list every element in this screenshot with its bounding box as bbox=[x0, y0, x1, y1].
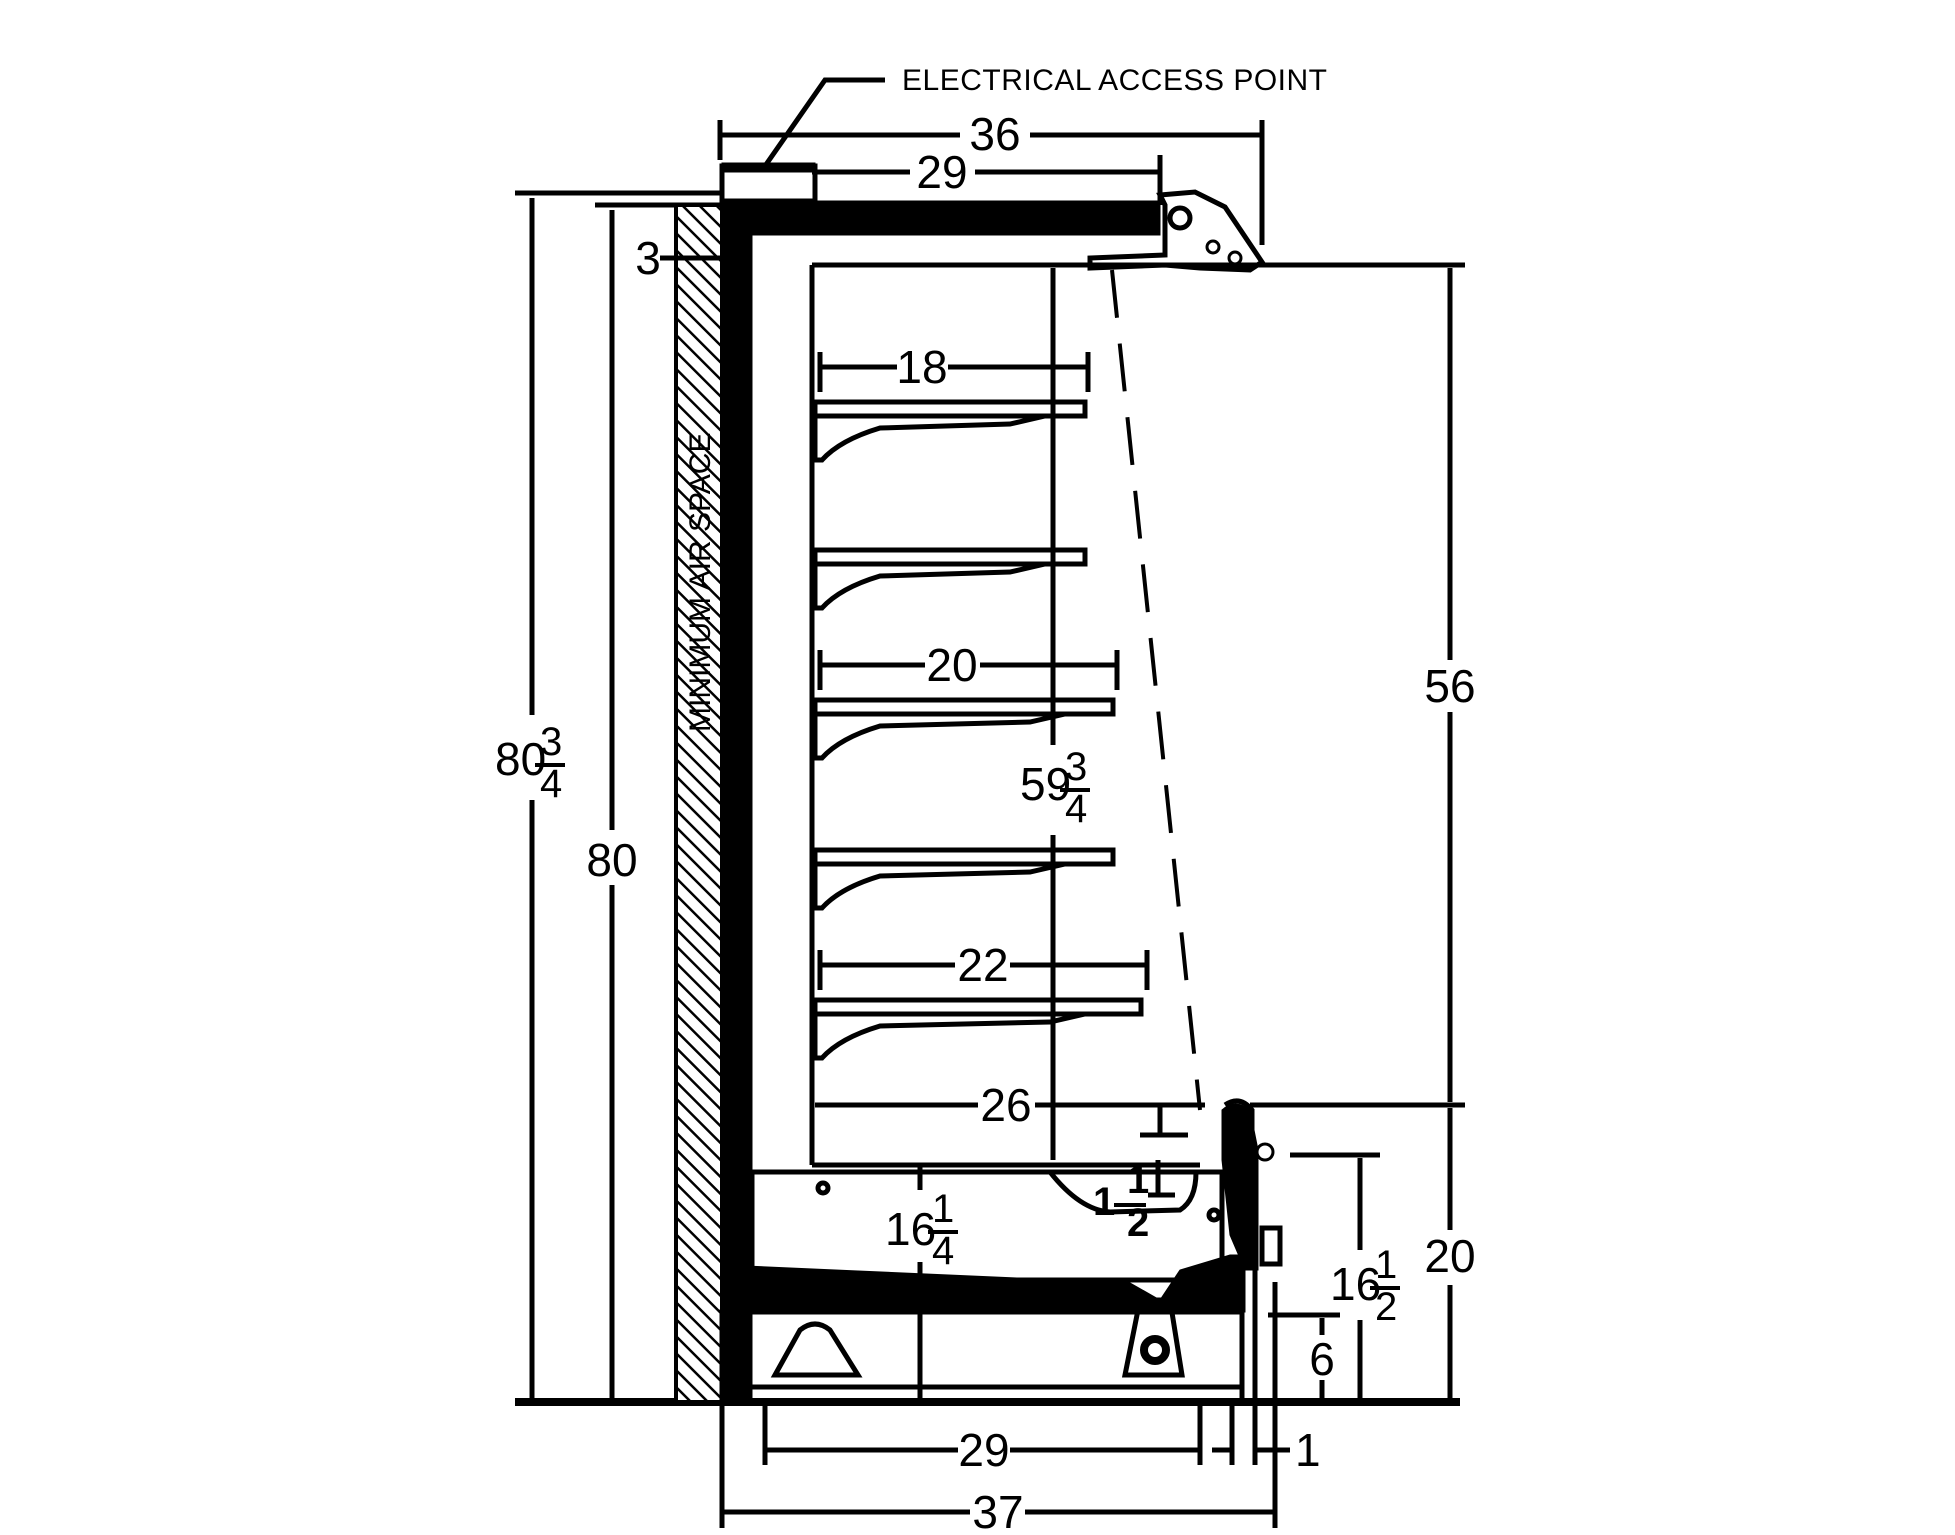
electrical-callout-leader bbox=[762, 77, 885, 168]
dim-shelf-22: 22 bbox=[817, 939, 1150, 991]
dim-bottom-small: 1 bbox=[1212, 1405, 1321, 1476]
dim-top-overall: 36 bbox=[717, 108, 1265, 245]
dim-inner-height: 80 bbox=[586, 210, 638, 1400]
leg-right bbox=[1121, 1297, 1185, 1378]
dim-interior-height: 59 3 4 bbox=[1020, 268, 1090, 1160]
svg-text:29: 29 bbox=[958, 1424, 1009, 1476]
svg-text:37: 37 bbox=[972, 1486, 1023, 1535]
shelf-4 bbox=[812, 847, 1116, 911]
dim-top-canopy: 29 bbox=[812, 146, 1163, 205]
electrical-callout-label: ELECTRICAL ACCESS POINT bbox=[902, 64, 1328, 97]
svg-text:18: 18 bbox=[896, 341, 947, 393]
svg-text:1: 1 bbox=[1295, 1424, 1321, 1476]
dim-base-depth: 16 1 4 bbox=[885, 1165, 958, 1402]
air-space-hatch bbox=[674, 203, 724, 1404]
light-housing bbox=[1087, 189, 1266, 273]
shelf-5 bbox=[812, 997, 1144, 1061]
air-curtain bbox=[1110, 269, 1202, 1111]
svg-text:80: 80 bbox=[495, 733, 546, 785]
dim-bumper-height: 16 1 2 bbox=[1290, 1152, 1400, 1400]
svg-text:80: 80 bbox=[586, 834, 637, 886]
dim-small-half: 1 1 2 bbox=[1093, 1105, 1188, 1245]
svg-text:20: 20 bbox=[926, 639, 977, 691]
svg-text:3: 3 bbox=[540, 720, 562, 764]
dim-outer-height: 80 3 4 bbox=[495, 198, 565, 1400]
shelf-1 bbox=[812, 399, 1088, 463]
svg-text:20: 20 bbox=[1424, 1230, 1475, 1282]
svg-text:26: 26 bbox=[980, 1079, 1031, 1131]
shelf-3 bbox=[812, 697, 1116, 761]
dim-bottom-overall: 37 bbox=[719, 1405, 1278, 1535]
dim-bottom-feet: 29 bbox=[762, 1405, 1203, 1476]
svg-text:1: 1 bbox=[1127, 1158, 1149, 1202]
dim-shelf-20: 20 bbox=[817, 639, 1120, 691]
canopy bbox=[721, 200, 1161, 236]
svg-text:6: 6 bbox=[1309, 1333, 1335, 1385]
shelf-2 bbox=[812, 547, 1088, 611]
svg-text:1: 1 bbox=[1093, 1180, 1115, 1224]
svg-text:4: 4 bbox=[1065, 787, 1087, 831]
floor-foot-strip bbox=[719, 1384, 1245, 1405]
svg-text:4: 4 bbox=[932, 1229, 954, 1273]
back-wall bbox=[721, 204, 753, 1403]
drain-pan bbox=[1048, 1170, 1199, 1215]
dim-shelf-18: 18 bbox=[817, 341, 1091, 393]
svg-text:56: 56 bbox=[1424, 660, 1475, 712]
svg-text:4: 4 bbox=[540, 762, 562, 806]
svg-text:3: 3 bbox=[1065, 745, 1087, 789]
leg-left bbox=[770, 1321, 863, 1378]
svg-text:16: 16 bbox=[1330, 1258, 1381, 1310]
svg-text:22: 22 bbox=[957, 939, 1008, 991]
svg-text:16: 16 bbox=[885, 1203, 936, 1255]
base-panel bbox=[749, 1169, 1225, 1283]
svg-text:2: 2 bbox=[1127, 1201, 1149, 1245]
svg-text:3: 3 bbox=[635, 232, 661, 284]
svg-text:1: 1 bbox=[1375, 1243, 1397, 1287]
dim-toe-height: 6 bbox=[1268, 1312, 1340, 1400]
dim-front-base: 20 bbox=[1424, 1108, 1476, 1400]
svg-text:29: 29 bbox=[916, 146, 967, 198]
air-space-label: MINIMUM AIR SPACE bbox=[684, 433, 717, 732]
base-structure bbox=[721, 1254, 1246, 1313]
svg-text:59: 59 bbox=[1020, 758, 1071, 810]
dim-opening-56: 56 bbox=[1424, 268, 1476, 1102]
dim-wall-gap: 3 bbox=[635, 232, 720, 284]
dim-deck-26: 26 bbox=[815, 1079, 1205, 1131]
svg-text:2: 2 bbox=[1375, 1285, 1397, 1329]
svg-text:1: 1 bbox=[932, 1187, 954, 1231]
svg-text:36: 36 bbox=[969, 108, 1020, 160]
